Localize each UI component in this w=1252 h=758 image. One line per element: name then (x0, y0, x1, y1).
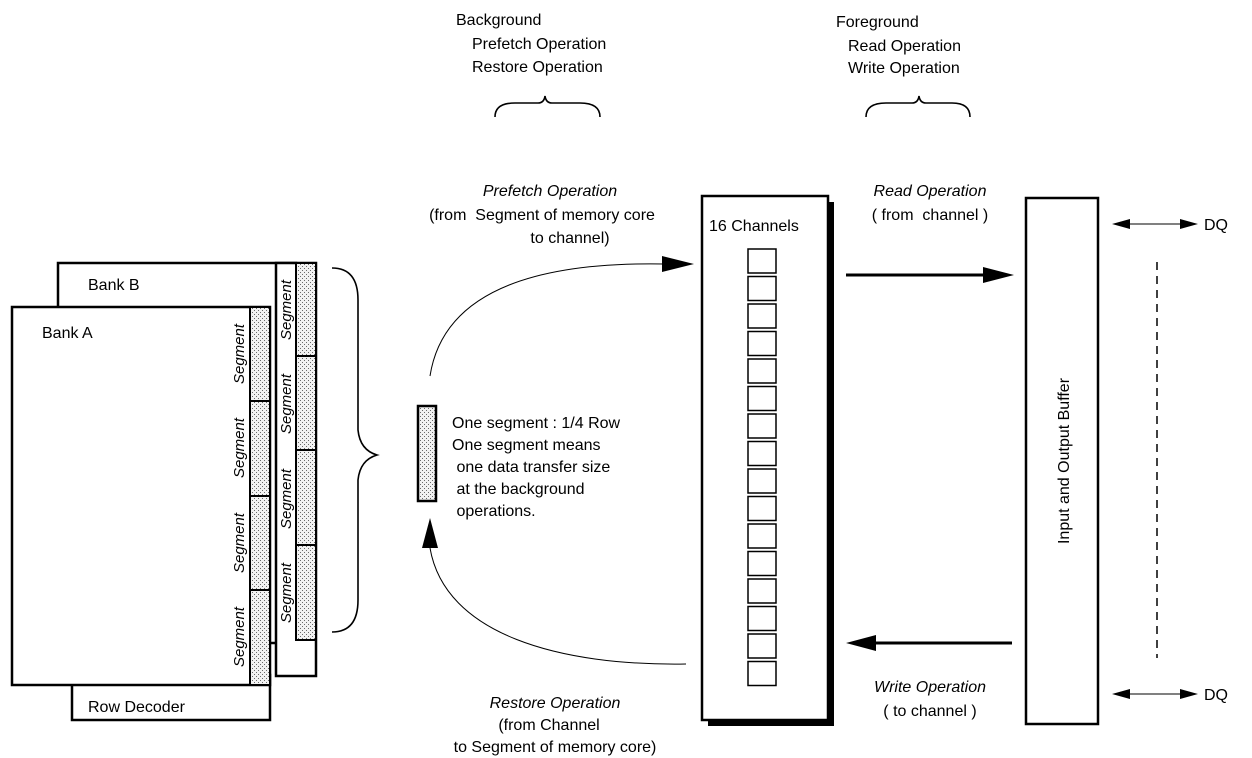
segment-note-line-4: at the background (452, 481, 585, 498)
channel-cell (747, 633, 777, 659)
channels-title: 16 Channels (709, 218, 799, 235)
restore-title: Restore Operation (490, 695, 621, 712)
dq-top-label: DQ (1204, 217, 1228, 234)
bank-a-segment-2: Segment (231, 417, 248, 478)
dq-bottom-label: DQ (1204, 687, 1228, 704)
channel-cell (747, 440, 777, 467)
channel-cell (747, 275, 777, 302)
write-title: Write Operation (874, 679, 986, 696)
bank-b-segment-2: Segment (278, 373, 295, 434)
prefetch-operation: Prefetch Operation (from Segment of memo… (429, 183, 694, 377)
channel-cell (747, 468, 777, 494)
foreground-legend: Foreground Read Operation Write Operatio… (836, 14, 971, 118)
prefetch-line-3: to channel) (530, 230, 609, 247)
background-item-restore: Restore Operation (472, 59, 603, 76)
bank-b-segment-3: Segment (278, 468, 295, 529)
dq-top-arrowhead-right (1180, 219, 1198, 229)
channel-cell (747, 578, 777, 604)
background-legend: Background Prefetch Operation Restore Op… (456, 12, 606, 118)
background-item-prefetch: Prefetch Operation (472, 36, 606, 53)
channel-cell (747, 605, 777, 632)
bank-b-segment-4: Segment (278, 562, 295, 623)
restore-operation: Restore Operation (from Channel to Segme… (422, 518, 687, 756)
channel-cell (747, 330, 777, 357)
background-heading: Background (456, 12, 541, 29)
write-line-2: ( to channel ) (883, 703, 976, 720)
read-line-2: ( from channel ) (872, 207, 988, 224)
bank-a-title: Bank A (42, 325, 93, 342)
dq-bottom-arrowhead-right (1180, 689, 1198, 699)
segment-note-line-1: One segment : 1/4 Row (452, 415, 621, 432)
dq-top-arrowhead-left (1112, 219, 1130, 229)
write-arrowhead (846, 635, 876, 651)
foreground-item-write: Write Operation (848, 60, 960, 77)
foreground-brace (865, 95, 971, 118)
channel-cells (747, 248, 777, 687)
restore-arrowhead (422, 518, 438, 548)
read-arrowhead (983, 267, 1014, 283)
bank-a-segment-3: Segment (231, 512, 248, 573)
channel-cell (747, 413, 777, 439)
bank-b-title: Bank B (88, 277, 140, 294)
channel-cell (747, 248, 777, 274)
channel-cell (747, 495, 777, 522)
segment-note-line-2: One segment means (452, 437, 601, 454)
read-operation: Read Operation ( from channel ) (846, 183, 1014, 283)
row-decoder-label: Row Decoder (88, 699, 186, 716)
prefetch-title: Prefetch Operation (483, 183, 617, 200)
io-buffer: Input and Output Buffer (1024, 196, 1100, 726)
prefetch-arrowhead (662, 256, 694, 272)
bank-a-segment-1: Segment (231, 323, 248, 384)
segment-note: One segment : 1/4 Row One segment means … (452, 415, 621, 520)
dq-bottom: DQ (1112, 687, 1228, 704)
foreground-item-read: Read Operation (848, 38, 961, 55)
foreground-heading: Foreground (836, 14, 919, 31)
dq-top: DQ (1112, 217, 1228, 234)
dq-bottom-arrowhead-left (1112, 689, 1130, 699)
segments-brace (331, 267, 380, 633)
prefetch-arrow (429, 263, 666, 377)
background-brace (494, 95, 601, 118)
bank-a-segment-4: Segment (231, 606, 248, 667)
io-buffer-label: Input and Output Buffer (1056, 377, 1073, 544)
bank-b-segment-1: Segment (278, 279, 295, 340)
channel-cell (747, 660, 777, 687)
channel-cell (747, 550, 777, 577)
channel-cell (747, 303, 777, 329)
read-title: Read Operation (874, 183, 987, 200)
channel-cell (747, 523, 777, 549)
bank-a: Bank A Segment Segment Segment Segment (10, 305, 272, 687)
channel-cell (747, 358, 777, 384)
prefetch-line-2: (from Segment of memory core (429, 207, 655, 224)
write-operation: Write Operation ( to channel ) (846, 635, 1012, 720)
single-segment (416, 404, 438, 503)
segment-note-line-3: one data transfer size (452, 459, 610, 476)
restore-arrow (429, 547, 687, 665)
segment-note-line-5: operations. (452, 503, 536, 520)
channels-block: 16 Channels (700, 194, 834, 726)
restore-line-2: (from Channel (498, 717, 599, 734)
restore-line-3: to Segment of memory core) (454, 739, 657, 756)
channel-cell (747, 385, 777, 412)
